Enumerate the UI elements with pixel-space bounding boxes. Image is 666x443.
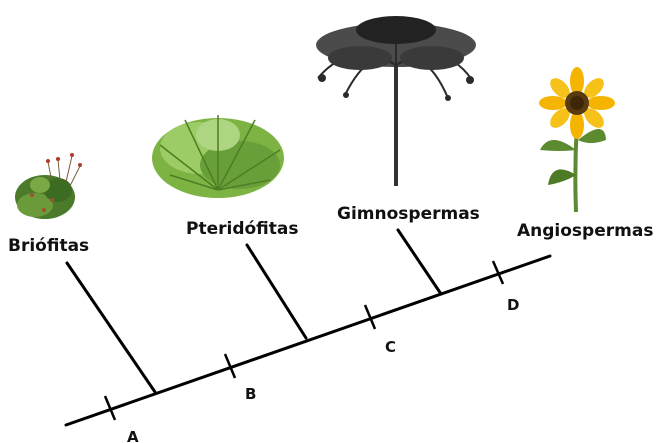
marker-label-c: C [385, 338, 396, 356]
cladogram-trunk [66, 256, 550, 425]
branch-pteridofitas [247, 245, 306, 338]
marker-label-b: B [245, 385, 256, 403]
marker-label-d: D [507, 296, 519, 314]
moss-icon [15, 153, 82, 219]
branch-briofitas [67, 263, 155, 392]
marker-label-a: A [127, 428, 139, 443]
sunflower-icon [539, 67, 615, 212]
group-label-briofitas: Briófitas [8, 236, 89, 256]
group-label-angiospermas: Angiospermas [517, 221, 653, 241]
branch-gimnospermas [398, 230, 441, 294]
fern-icon [152, 115, 284, 198]
group-label-pteridofitas: Pteridófitas [186, 219, 299, 239]
araucaria-tree-icon [316, 16, 476, 186]
group-label-gimnospermas: Gimnospermas [337, 204, 480, 224]
